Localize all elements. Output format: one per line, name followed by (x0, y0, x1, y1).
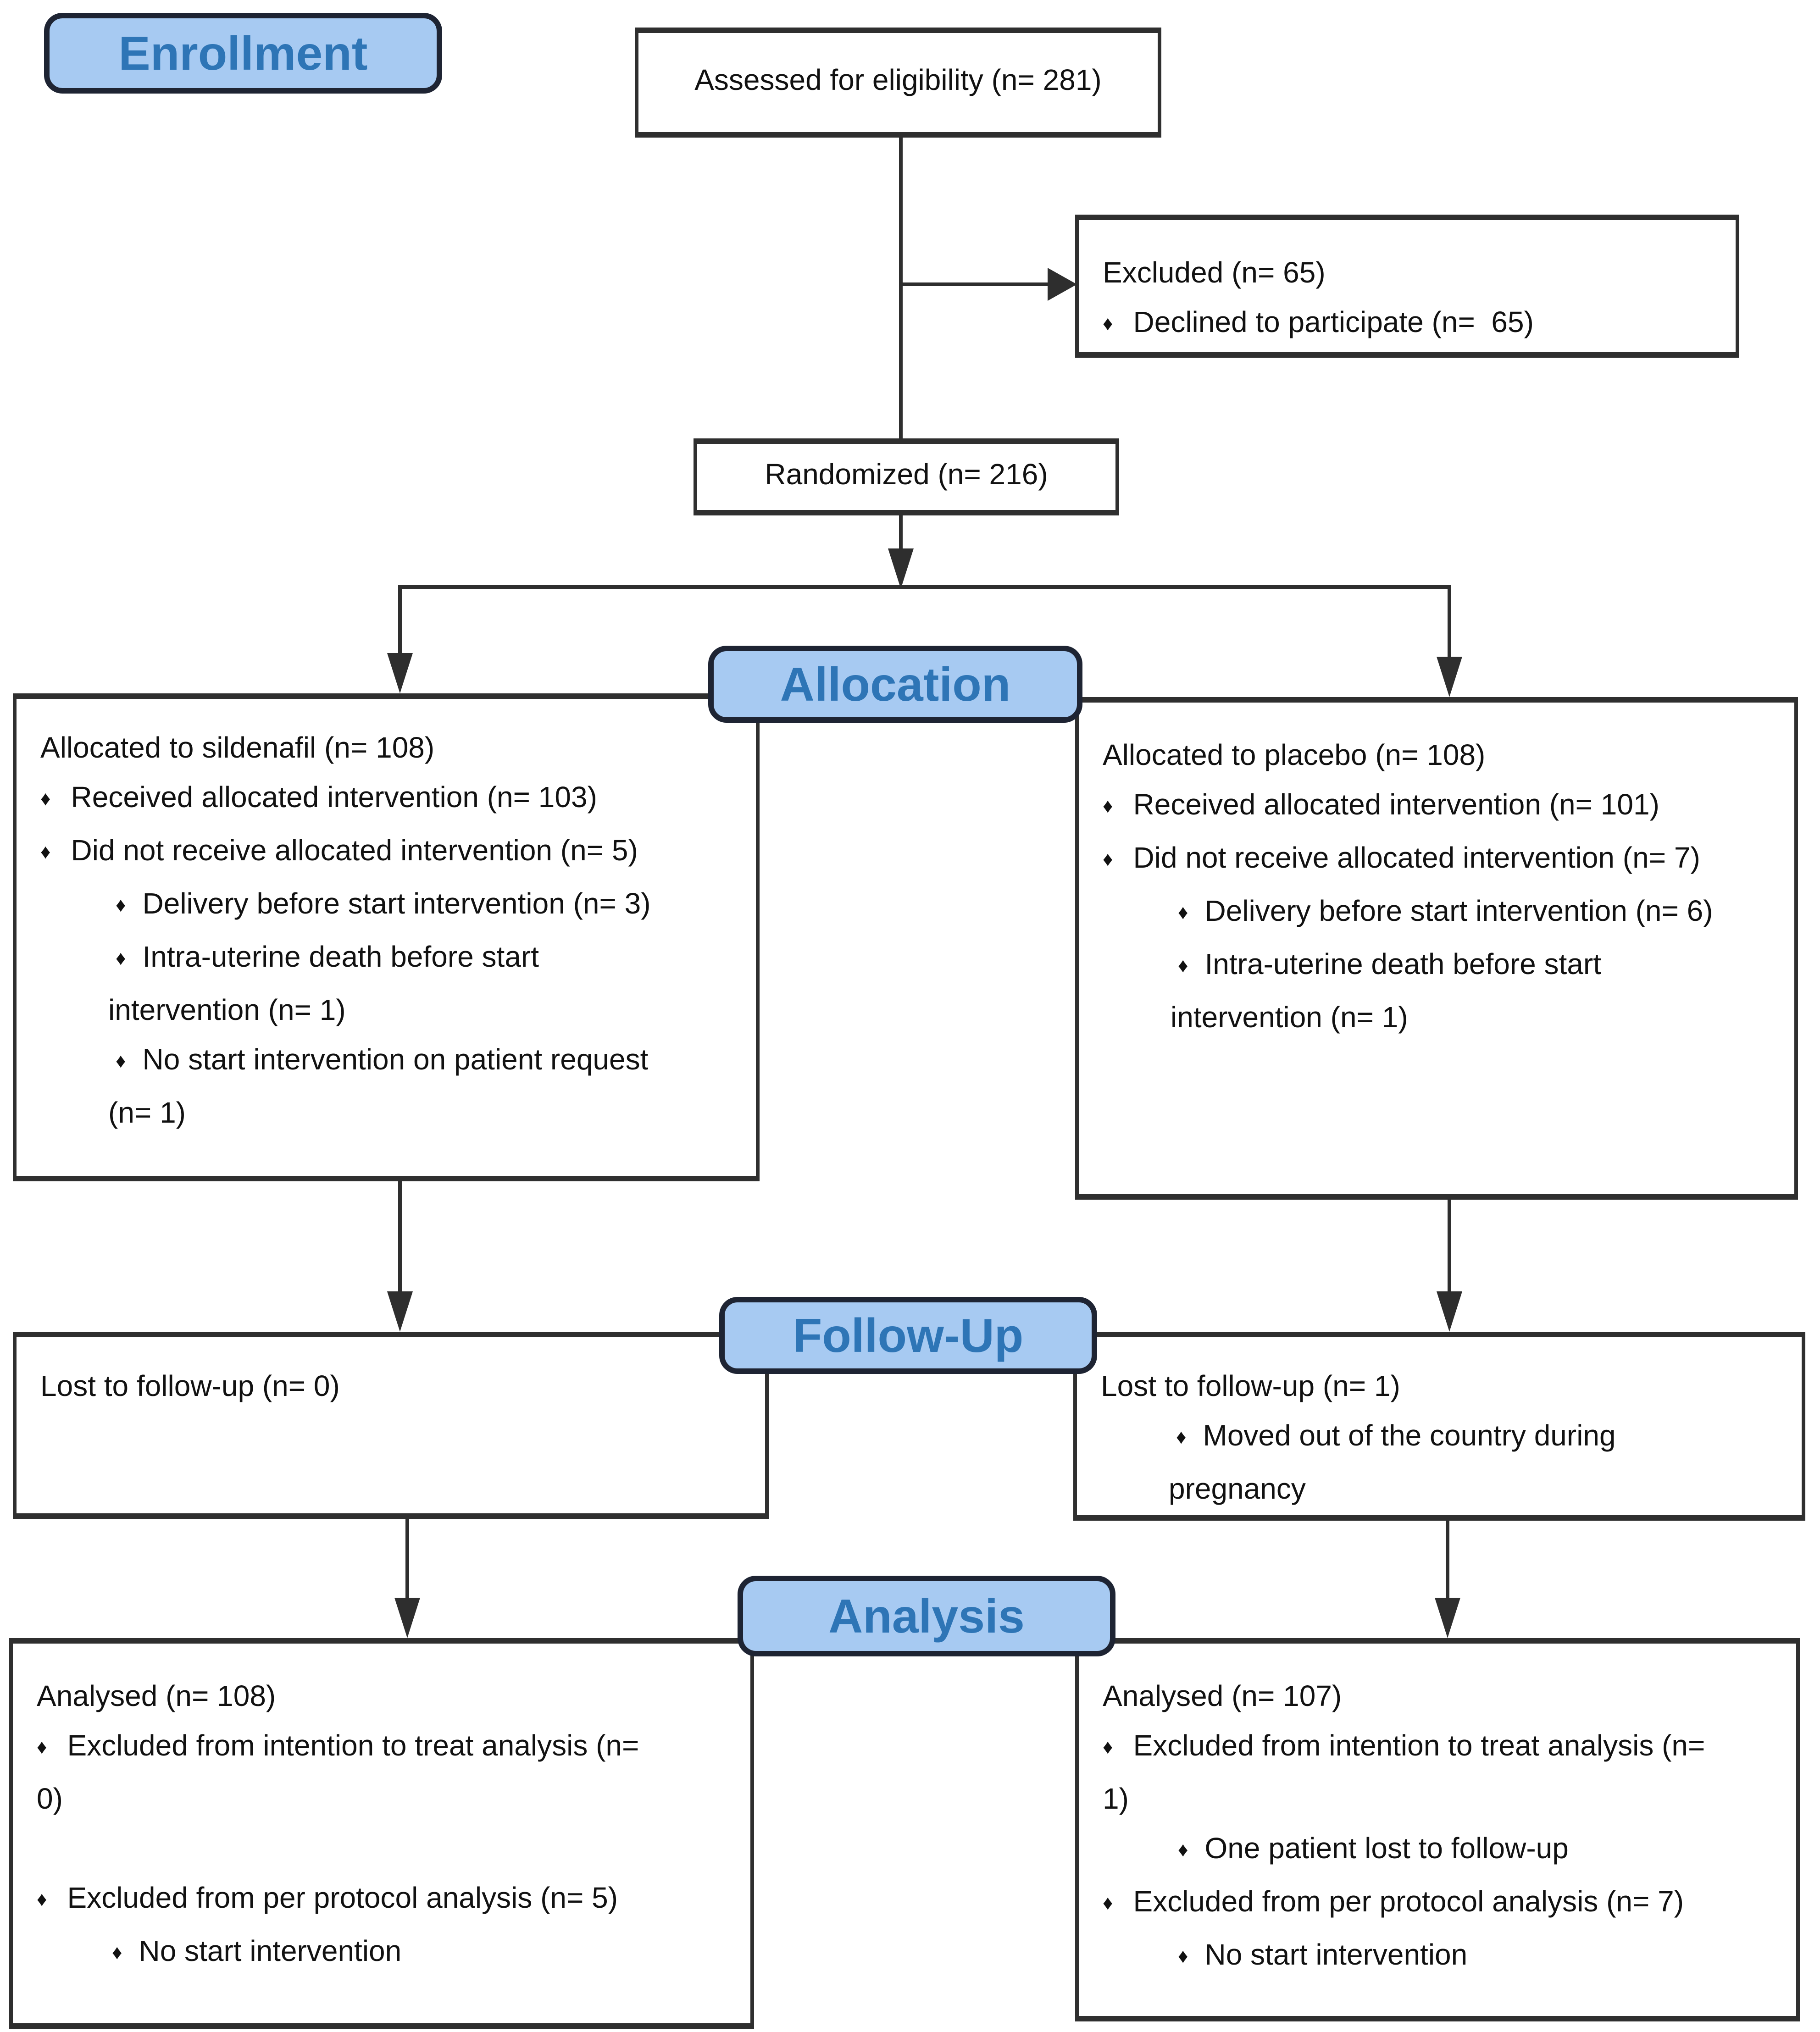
enrollment-section-label: Enrollment (44, 13, 442, 94)
text-line: ♦Excluded from per protocol analysis (n=… (1103, 1888, 1684, 1919)
arrow-down-icon (1435, 1598, 1460, 1638)
text-line: Analysed (n= 108) (37, 1682, 276, 1713)
diamond-bullet-icon: ♦ (112, 1943, 122, 1965)
diamond-bullet-icon: ♦ (1103, 314, 1113, 336)
diamond-bullet-icon: ♦ (37, 1737, 47, 1759)
excluded-box: Excluded (n= 65) ♦Declined to participate… (1075, 215, 1739, 358)
text-line: ♦No start intervention on patient reques… (116, 1046, 649, 1077)
assessed-eligibility-text: Assessed for eligibility (n= 281) (694, 66, 1102, 97)
arrow-down-icon (387, 1291, 413, 1332)
diamond-bullet-icon: ♦ (116, 1051, 126, 1073)
text-line: Lost to follow-up (n= 1) (1101, 1372, 1400, 1403)
arrow-down-icon (1437, 657, 1462, 697)
connector-followup-right-to-analysis (1446, 1521, 1449, 1600)
diamond-bullet-icon: ♦ (1103, 1893, 1113, 1915)
connector-randomized-down (899, 515, 903, 552)
diamond-bullet-icon: ♦ (116, 895, 126, 917)
followup-sildenafil-box: Lost to follow-up (n= 0) (13, 1332, 769, 1519)
text-line: Excluded (n= 65) (1103, 259, 1326, 290)
text-line: 1) (1103, 1785, 1129, 1816)
diamond-bullet-icon: ♦ (1103, 849, 1113, 871)
diamond-bullet-icon: ♦ (40, 842, 51, 864)
assessed-eligibility-box: Assessed for eligibility (n= 281) (635, 28, 1161, 138)
text-line: ♦Delivery before start intervention (n= … (116, 890, 651, 921)
text-line: ♦Did not receive allocated intervention … (40, 836, 638, 868)
diamond-bullet-icon: ♦ (40, 789, 51, 811)
arrow-right-icon (1048, 268, 1077, 301)
arrow-down-icon (1437, 1291, 1462, 1332)
analysis-section-label: Analysis (738, 1576, 1115, 1656)
connector-followup-left-to-analysis (405, 1519, 409, 1600)
diamond-bullet-icon: ♦ (1176, 1427, 1187, 1449)
arrow-down-icon (394, 1598, 420, 1638)
text-line: 0) (37, 1785, 63, 1816)
text-line: Analysed (n= 107) (1103, 1682, 1342, 1713)
text-line (13, 1825, 750, 1875)
diamond-bullet-icon: ♦ (37, 1889, 47, 1911)
split-branch-line (398, 585, 1451, 589)
allocation-section-label: Allocation (708, 646, 1082, 723)
analysis-sildenafil-box: Analysed (n= 108) ♦Excluded from intentio… (9, 1638, 754, 2029)
followup-section-label: Follow-Up (719, 1297, 1097, 1374)
text-line: ♦No start intervention (112, 1937, 402, 1968)
text-line: (n= 1) (108, 1099, 186, 1130)
text-line: ♦Intra-uterine death before start (1178, 950, 1601, 981)
diamond-bullet-icon: ♦ (1103, 1737, 1113, 1759)
diamond-bullet-icon: ♦ (116, 948, 126, 970)
connector-assessed-to-randomized (899, 138, 903, 438)
text-line: ♦No start intervention (1178, 1941, 1468, 1972)
text-line: Allocated to sildenafil (n= 108) (40, 734, 435, 765)
diamond-bullet-icon: ♦ (1178, 902, 1188, 925)
connector-allocation-right-to-followup (1448, 1200, 1451, 1293)
text-line: ♦Received allocated intervention (n= 103… (40, 783, 597, 814)
text-line: ♦Excluded from per protocol analysis (n=… (37, 1884, 618, 1915)
text-line: intervention (n= 1) (108, 996, 346, 1027)
text-line: ♦Declined to participate (n= 65) (1103, 308, 1534, 339)
text-line: ♦Delivery before start intervention (n= … (1178, 897, 1713, 928)
allocation-placebo-box: Allocated to placebo (n= 108) ♦Received a… (1075, 697, 1798, 1200)
text-line: ♦Intra-uterine death before start (116, 943, 539, 974)
text-line: ♦Received allocated intervention (n= 101… (1103, 791, 1659, 822)
randomized-box: Randomized (n= 216) (694, 438, 1119, 515)
text-line: ♦Did not receive allocated intervention … (1103, 844, 1700, 875)
connector-allocation-left-to-followup (398, 1181, 402, 1293)
diamond-bullet-icon: ♦ (1103, 796, 1113, 818)
text-line: intervention (n= 1) (1171, 1003, 1408, 1035)
text-line: Allocated to placebo (n= 108) (1103, 741, 1486, 772)
analysis-placebo-box: Analysed (n= 107) ♦Excluded from intentio… (1075, 1638, 1800, 2021)
text-line: Lost to follow-up (n= 0) (40, 1372, 340, 1403)
connector-split-right (1448, 589, 1451, 659)
diamond-bullet-icon: ♦ (1178, 1840, 1188, 1862)
followup-placebo-box: Lost to follow-up (n= 1) ♦Moved out of th… (1073, 1332, 1805, 1521)
diamond-bullet-icon: ♦ (1178, 956, 1188, 978)
text-line: ♦Excluded from intention to treat analys… (37, 1732, 639, 1763)
diamond-bullet-icon: ♦ (1178, 1946, 1188, 1968)
arrow-down-icon (387, 653, 413, 693)
connector-to-excluded (899, 282, 1049, 286)
connector-split-left (398, 589, 402, 655)
text-line: pregnancy (1169, 1475, 1306, 1506)
text-line: ♦Excluded from intention to treat analys… (1103, 1732, 1705, 1763)
allocation-sildenafil-box: Allocated to sildenafil (n= 108) ♦Receive… (13, 693, 760, 1181)
arrow-down-icon (888, 548, 914, 589)
randomized-text: Randomized (n= 216) (765, 460, 1048, 492)
text-line: ♦One patient lost to follow-up (1178, 1834, 1569, 1866)
text-line: ♦Moved out of the country during (1176, 1422, 1616, 1453)
